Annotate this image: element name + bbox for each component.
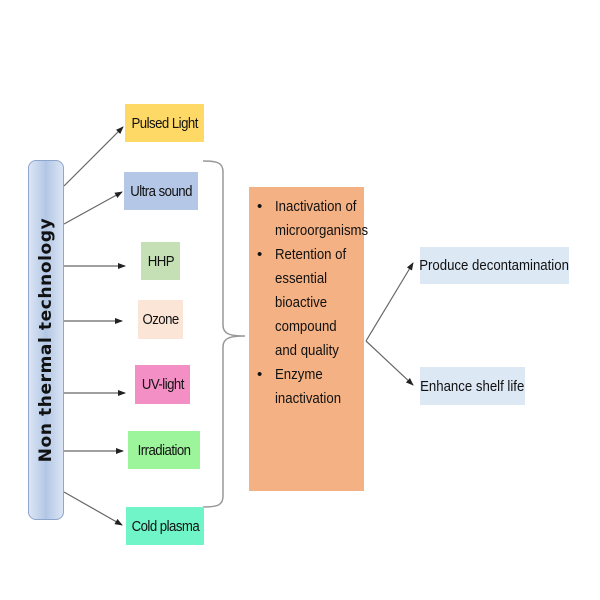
tech-hhp: HHP [141,242,180,280]
effect-item: • Inactivation of microorganisms [255,195,368,243]
tech-label: Cold plasma [131,517,199,535]
grouping-brace [202,160,246,508]
effect-item: • Retention of essential bioactive compo… [255,243,358,363]
tech-label: Ultra sound [130,182,192,200]
bullet-icon: • [257,366,263,383]
effect-text: Enzyme inactivation [275,366,342,407]
tech-irradiation: Irradiation [128,431,200,469]
tech-label: Pulsed Light [131,114,198,132]
bullet-icon: • [257,246,263,263]
effect-item: • Enzyme inactivation [255,363,358,411]
root-label: Non thermal technology [36,217,56,463]
tech-ozone: Ozone [138,300,183,339]
outcome-label: Produce decontamination [419,257,570,274]
tech-label: Ozone [142,311,179,328]
effect-text: Retention of essential bioactive compoun… [275,246,347,359]
outcome-produce-decontamination: Produce decontamination [420,247,569,284]
tech-cold-plasma: Cold plasma [126,507,204,545]
arrow-to-pulsed-light [63,126,124,187]
tech-ultra-sound: Ultra sound [124,172,198,210]
root-node: Non thermal technology [28,160,64,520]
arrow-to-produce-decontamination [365,262,414,342]
tech-label: HHP [147,252,174,270]
effects-box: • Inactivation of microorganisms • Reten… [249,187,368,491]
tech-label: UV-light [141,376,184,393]
tech-uv-light: UV-light [135,365,190,404]
outcome-label: Enhance shelf life [420,377,525,395]
bullet-icon: • [257,198,263,215]
arrow-to-ultra-sound [63,191,123,225]
effects-list: • Inactivation of microorganisms • Reten… [255,195,368,411]
tech-pulsed-light: Pulsed Light [125,104,204,142]
effect-text: Inactivation of microorganisms [275,198,369,239]
tech-label: Irradiation [137,441,191,459]
arrow-to-enhance-shelf-life [365,340,414,386]
arrow-to-cold-plasma [63,491,123,526]
outcome-enhance-shelf-life: Enhance shelf life [420,367,525,405]
